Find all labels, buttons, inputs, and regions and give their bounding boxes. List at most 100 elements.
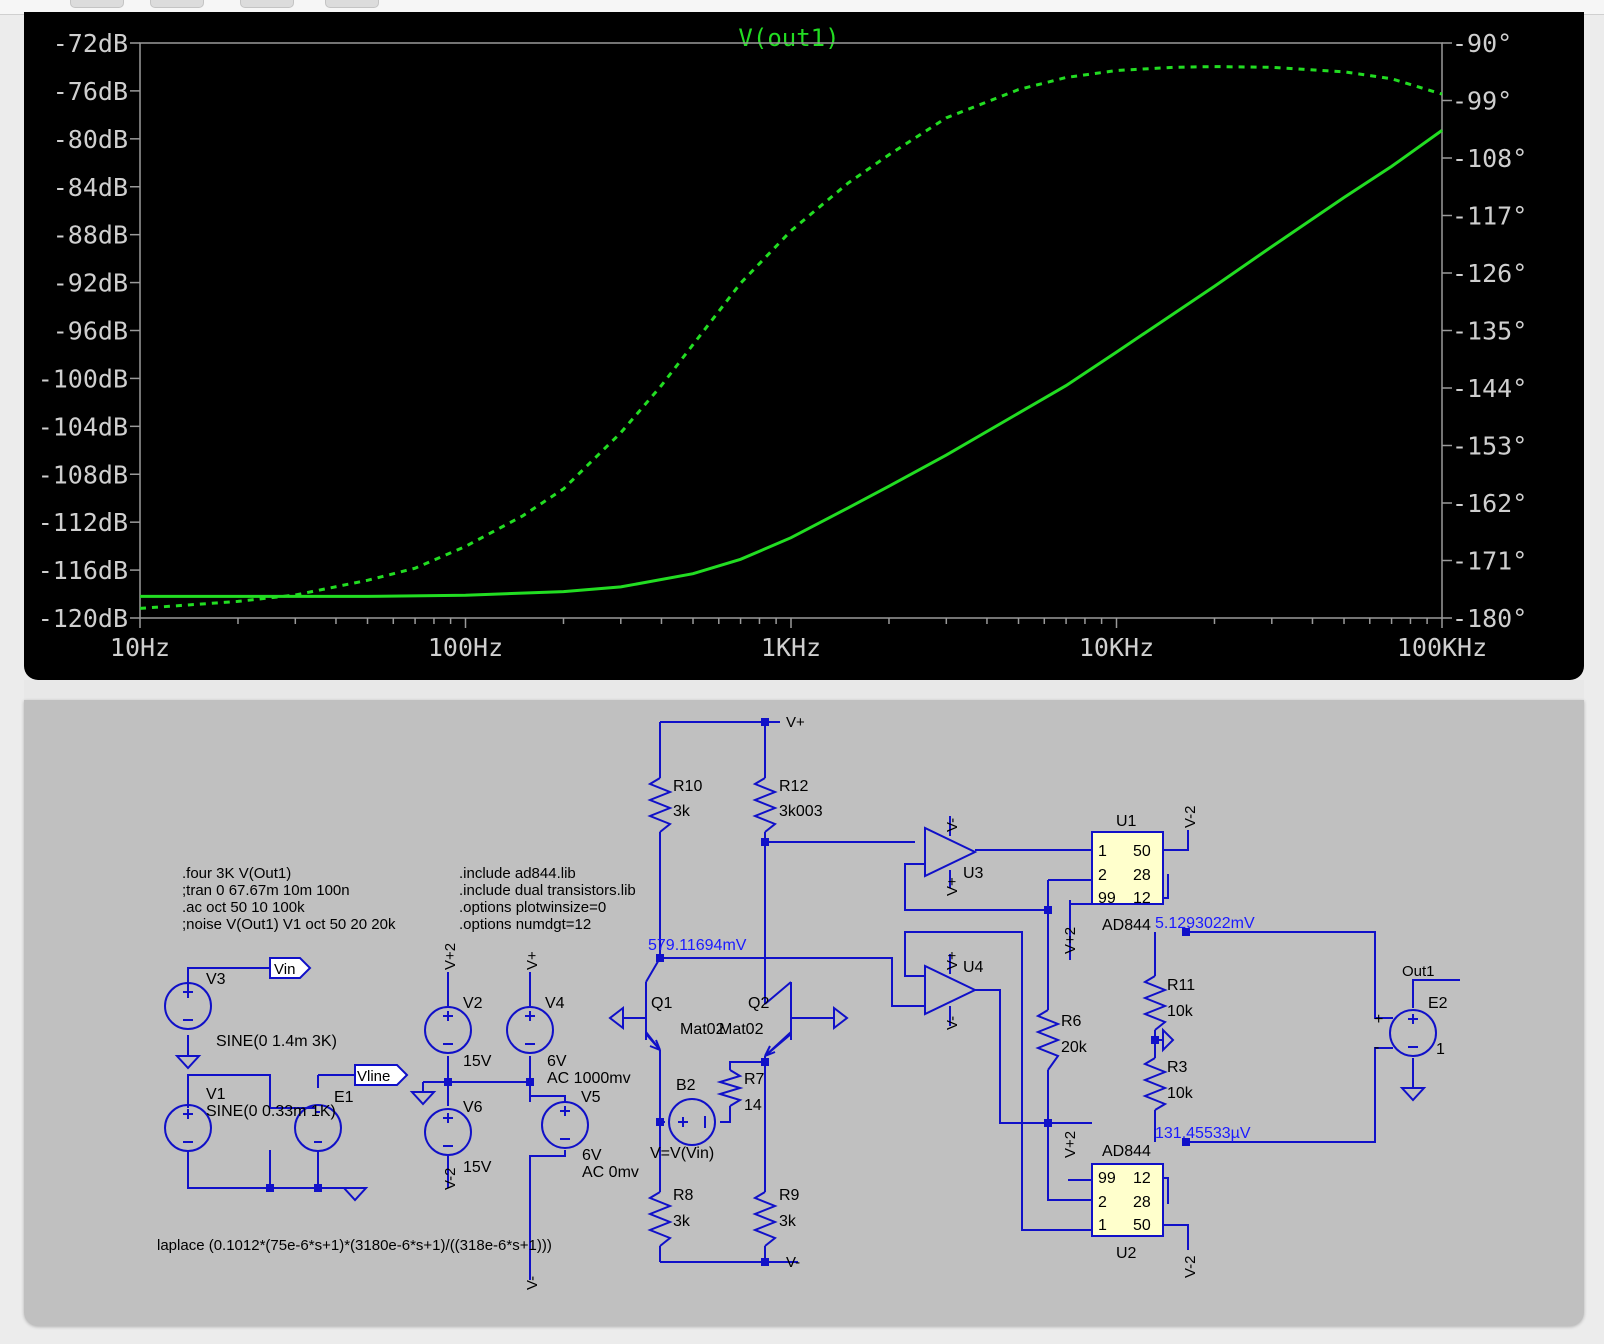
v1-value[interactable]: SINE(0 0.33m 1K) <box>206 1103 336 1120</box>
r10-value[interactable]: 3k <box>673 803 691 820</box>
e2-label[interactable]: E2 <box>1428 995 1448 1012</box>
resistors[interactable] <box>647 777 1168 1247</box>
v1-label[interactable]: V1 <box>206 1086 226 1103</box>
v2-value[interactable]: 15V <box>463 1053 492 1070</box>
r8-label[interactable]: R8 <box>673 1187 694 1204</box>
laplace-expression[interactable]: laplace (0.1012*(75e-6*s+1)*(3180e-6*s+1… <box>157 1237 552 1254</box>
v4-label[interactable]: V4 <box>545 995 565 1012</box>
net-label-vminus2[interactable]: V-2 <box>442 1167 459 1190</box>
net-label-vplus2[interactable]: V+2 <box>442 943 459 970</box>
u2-pin: 12 <box>1133 1170 1151 1187</box>
toolbar-button[interactable] <box>325 0 379 8</box>
r9-label[interactable]: R9 <box>779 1187 800 1204</box>
net-label-vin[interactable]: Vin <box>274 961 295 978</box>
ad844-u1[interactable] <box>1091 831 1164 905</box>
x-tick-label: 1KHz <box>761 633 821 662</box>
q2-label[interactable]: Q2 <box>748 995 769 1012</box>
b2-expression[interactable]: V=V(Vin) <box>650 1145 714 1162</box>
q1-label[interactable]: Q1 <box>651 995 672 1012</box>
net-label-vline[interactable]: Vline <box>357 1068 390 1085</box>
bode-plot[interactable]: V(out1) -72dB-76dB-80dB-84dB-88dB-92dB-9… <box>24 12 1584 680</box>
b2-label[interactable]: B2 <box>676 1077 696 1094</box>
r3-label[interactable]: R3 <box>1167 1059 1188 1076</box>
q1-model[interactable]: Mat02 <box>680 1021 725 1038</box>
q2-model[interactable]: Mat02 <box>719 1021 764 1038</box>
directive-line[interactable]: ;noise V(Out1) V1 oct 50 20 20k <box>182 916 396 933</box>
net-label-vplus[interactable]: V+ <box>944 877 961 896</box>
v2-label[interactable]: V2 <box>463 995 483 1012</box>
r12-label[interactable]: R12 <box>779 778 808 795</box>
y-left-tick-label: -100dB <box>38 364 128 393</box>
schematic-window[interactable]: .four 3K V(Out1) ;tran 0 67.67m 10m 100n… <box>24 700 1584 1326</box>
u2-pin: 2 <box>1098 1194 1107 1211</box>
directive-line[interactable]: .include ad844.lib <box>459 865 576 882</box>
u1-label[interactable]: U1 <box>1116 813 1137 830</box>
v6-label[interactable]: V6 <box>463 1099 483 1116</box>
r6-label[interactable]: R6 <box>1061 1013 1082 1030</box>
u1-pin: 28 <box>1133 867 1151 884</box>
r12-value[interactable]: 3k003 <box>779 803 823 820</box>
trace-phase[interactable] <box>139 65 1443 610</box>
net-label-vminus[interactable]: V- <box>786 1254 800 1271</box>
r10-label[interactable]: R10 <box>673 778 702 795</box>
e2-plus: + <box>1374 1011 1383 1028</box>
u2-label[interactable]: U2 <box>1116 1245 1137 1262</box>
u1-pin: 2 <box>1098 867 1107 884</box>
net-label-vminus2[interactable]: V-2 <box>1182 805 1199 828</box>
net-label-vminus[interactable]: V- <box>944 818 961 832</box>
schematic-canvas[interactable]: .four 3K V(Out1) ;tran 0 67.67m 10m 100n… <box>24 700 1584 1326</box>
directive-line[interactable]: .options numdgt=12 <box>459 916 591 933</box>
directive-line[interactable]: .four 3K V(Out1) <box>182 865 291 882</box>
v4-ac[interactable]: AC 1000mv <box>547 1070 631 1087</box>
v5-ac[interactable]: AC 0mv <box>582 1164 639 1181</box>
r7-value[interactable]: 14 <box>744 1097 762 1114</box>
u2-part[interactable]: AD844 <box>1102 1143 1151 1160</box>
v5-value[interactable]: 6V <box>582 1147 602 1164</box>
u1-part[interactable]: AD844 <box>1102 917 1151 934</box>
trace-magnitude[interactable] <box>140 129 1443 598</box>
e2-gain[interactable]: 1 <box>1436 1041 1445 1058</box>
toolbar-button[interactable] <box>70 0 124 8</box>
v6-value[interactable]: 15V <box>463 1159 492 1176</box>
directive-line[interactable]: .ac oct 50 10 100k <box>182 899 305 916</box>
net-label-vplus2[interactable]: V+2 <box>1062 927 1079 954</box>
opamps[interactable] <box>924 816 978 1026</box>
net-label-vplus[interactable]: V+ <box>944 951 961 970</box>
r8-value[interactable]: 3k <box>673 1213 691 1230</box>
directive-line[interactable]: .include dual transistors.lib <box>459 882 636 899</box>
transistors[interactable] <box>608 1005 849 1057</box>
r9-value[interactable]: 3k <box>779 1213 797 1230</box>
r11-value[interactable]: 10k <box>1167 1003 1194 1020</box>
u3-label[interactable]: U3 <box>963 865 984 882</box>
u4-label[interactable]: U4 <box>963 959 984 976</box>
r3-value[interactable]: 10k <box>1167 1085 1194 1102</box>
net-label-vplus[interactable]: V+ <box>524 951 541 970</box>
r7-label[interactable]: R7 <box>744 1071 765 1088</box>
grounds <box>174 1027 1427 1202</box>
net-label-vminus[interactable]: V- <box>524 1276 541 1290</box>
r11-label[interactable]: R11 <box>1167 977 1195 994</box>
trace-title[interactable]: V(out1) <box>738 24 839 52</box>
net-label-vplus[interactable]: V+ <box>786 714 805 731</box>
ad844-u2[interactable] <box>1091 1163 1164 1237</box>
v4-value[interactable]: 6V <box>547 1053 567 1070</box>
toolbar-button[interactable] <box>150 0 204 8</box>
net-label-out1[interactable]: Out1 <box>1402 963 1435 980</box>
directive-line[interactable]: ;tran 0 67.67m 10m 100n <box>182 882 350 899</box>
waveform-plot-window[interactable]: V(out1) -72dB-76dB-80dB-84dB-88dB-92dB-9… <box>24 12 1584 680</box>
y-left-tick-label: -76dB <box>53 77 128 106</box>
directive-line[interactable]: .options plotwinsize=0 <box>459 899 606 916</box>
net-label-flags[interactable] <box>269 957 409 1086</box>
net-label-vplus2[interactable]: V+2 <box>1062 1131 1079 1158</box>
v5-label[interactable]: V5 <box>581 1089 601 1106</box>
net-label-vminus[interactable]: V- <box>944 1016 961 1030</box>
v3-label[interactable]: V3 <box>206 971 226 988</box>
y-left-tick-label: -108dB <box>38 460 128 489</box>
e1-label[interactable]: E1 <box>334 1089 354 1106</box>
r6-value[interactable]: 20k <box>1061 1039 1088 1056</box>
v3-value[interactable]: SINE(0 1.4m 3K) <box>216 1033 337 1050</box>
toolbar-button[interactable] <box>240 0 294 8</box>
net-label-vminus2[interactable]: V-2 <box>1182 1255 1199 1278</box>
voltage-sources[interactable] <box>164 982 1437 1156</box>
y-right-tick-label: -108° <box>1452 144 1527 173</box>
